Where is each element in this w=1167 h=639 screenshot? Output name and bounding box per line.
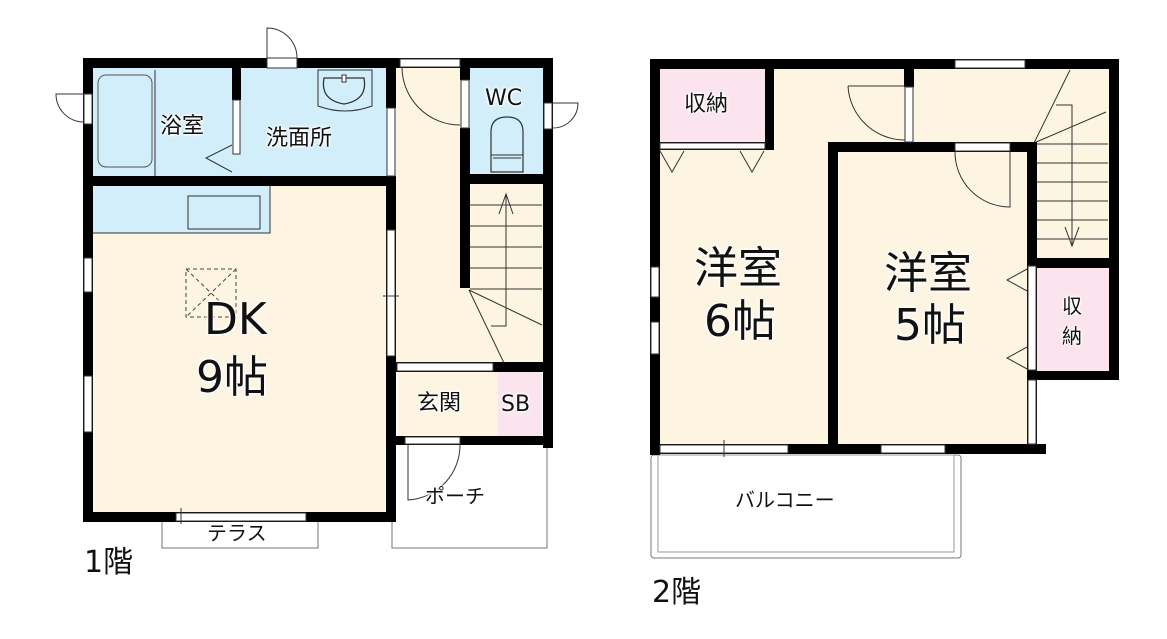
room-label-porch: ポーチ <box>425 484 485 508</box>
room-label-entrance: 玄関 <box>417 391 462 416</box>
room-label-washroom: 洗面所 <box>266 126 333 151</box>
kitchen-sink-icon <box>187 195 261 230</box>
sink-icon <box>317 69 373 112</box>
room-label-western-6: 洋室 <box>694 243 782 294</box>
room-size-dk: 9帖 <box>196 352 268 403</box>
room-label-terrace: テラス <box>207 521 267 545</box>
floor-label-2: 2階 <box>652 575 702 610</box>
porch-area <box>391 441 548 549</box>
room-label-storage-a: 収納 <box>684 92 729 117</box>
room-label-wc: WC <box>485 86 523 111</box>
room-label-bath: 浴室 <box>160 114 205 139</box>
kitchen-counter <box>91 184 271 234</box>
bathtub-icon <box>97 74 153 168</box>
room-label-western-5: 洋室 <box>884 248 972 299</box>
room-size-western-5: 5帖 <box>894 300 966 351</box>
floor-label-1: 1階 <box>84 545 134 580</box>
room-label-storage-b-2: 納 <box>1062 324 1082 348</box>
door-swing-icon <box>55 27 579 501</box>
door-swing-icon <box>847 85 1011 208</box>
room-size-western-6: 6帖 <box>704 296 776 347</box>
hatch-icon <box>185 268 237 318</box>
room-label-storage-b-1: 収 <box>1062 294 1082 318</box>
room-label-balcony: バルコニー <box>735 488 835 512</box>
stairs-down-icon <box>1033 69 1108 248</box>
terrace-area <box>161 517 319 549</box>
toilet-icon <box>490 116 524 173</box>
stairs-up-icon <box>468 192 543 364</box>
room-label-shoe-box: SB <box>501 392 531 417</box>
room-label-dk: DK <box>204 294 267 345</box>
